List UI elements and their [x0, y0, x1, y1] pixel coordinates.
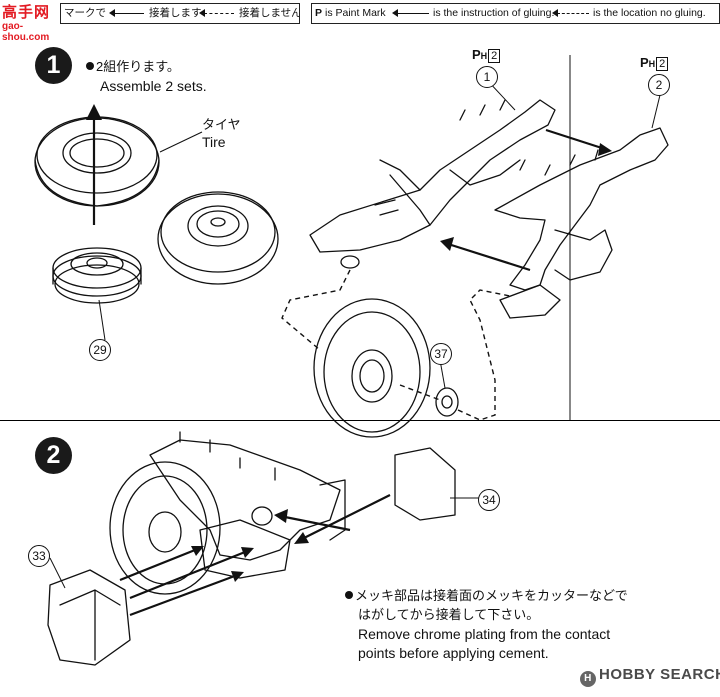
frame-part-1-drawing — [309, 99, 556, 269]
solid-arrow-icon — [109, 9, 144, 17]
paint-mark-box: 2 — [488, 49, 501, 63]
dashed-arrow-icon — [552, 9, 589, 17]
legend-en-dash-label: is the location no gluing. — [593, 7, 706, 19]
note-jp-line-1-text: メッキ部品は接着面のメッキをカッターなどで — [355, 588, 628, 603]
hobby-search-logo-icon: H — [580, 671, 596, 687]
note-en-line-2: points before applying cement. — [358, 645, 549, 661]
legend-bar: マークで 接着します 接着しません P is Paint Mark is the… — [0, 0, 720, 24]
wheel-37-drawing — [313, 298, 459, 438]
paint-mark-sub: H — [648, 59, 656, 69]
paint-mark-letter: P — [640, 55, 649, 70]
part-number-2: 2 — [648, 74, 670, 96]
legend-jp-dash-label: 接着しません — [239, 7, 300, 19]
bullet-icon — [86, 62, 94, 70]
paint-mark-box: 2 — [656, 57, 669, 71]
paint-mark-sub: H — [480, 51, 488, 61]
bullet-icon — [345, 591, 353, 599]
note-en-line-1: Remove chrome plating from the contact — [358, 626, 611, 642]
legend-en-mark-label: is Paint Mark — [325, 7, 386, 19]
site-logo: 高手网 gao-shou.com — [2, 1, 66, 43]
frame-part-2-drawing — [494, 127, 669, 319]
legend-en-solid-label: is the instruction of gluing. — [433, 7, 555, 19]
dashed-arrow-icon — [199, 9, 234, 17]
legend-jp-solid-label: 接着します — [149, 7, 202, 19]
step-1-instruction-en: Assemble 2 sets. — [100, 78, 207, 94]
note-jp-line-1: メッキ部品は接着面のメッキをカッターなどで — [345, 588, 628, 604]
assembled-wheel-drawing — [157, 191, 279, 285]
step-divider — [0, 420, 720, 421]
step-1-badge: 1 — [35, 47, 72, 84]
watermark-text: HOBBY SEARCH — [599, 666, 720, 683]
legend-jp: マークで 接着します 接着しません — [60, 3, 300, 24]
tire-drawing — [34, 116, 160, 207]
logo-main-text: 高手网 — [2, 3, 51, 21]
logo-sub-text: gao-shou.com — [2, 21, 50, 43]
solid-arrow-icon — [392, 9, 429, 17]
part-number-29: 29 — [89, 339, 111, 361]
tire-label-jp: タイヤ — [202, 117, 241, 132]
part-number-37: 37 — [430, 343, 452, 365]
note-jp-line-2: はがしてから接着して下さい。 — [358, 607, 540, 622]
paint-mark-letter: P — [472, 47, 481, 62]
legend-en-p-mark: P — [315, 7, 323, 19]
part-number-33: 33 — [28, 545, 50, 567]
step-1-jp-text: 2組作ります。 — [96, 59, 180, 74]
part-number-34: 34 — [478, 489, 500, 511]
wheel-29-drawing — [52, 247, 142, 304]
step-2-badge: 2 — [35, 437, 72, 474]
legend-en: P is Paint Mark is the instruction of gl… — [311, 3, 720, 24]
legend-jp-mark-label: マークで — [64, 7, 106, 19]
part-number-1: 1 — [476, 66, 498, 88]
tire-label-en: Tire — [202, 134, 226, 150]
step-1-instruction-jp: 2組作ります。 — [86, 59, 180, 75]
